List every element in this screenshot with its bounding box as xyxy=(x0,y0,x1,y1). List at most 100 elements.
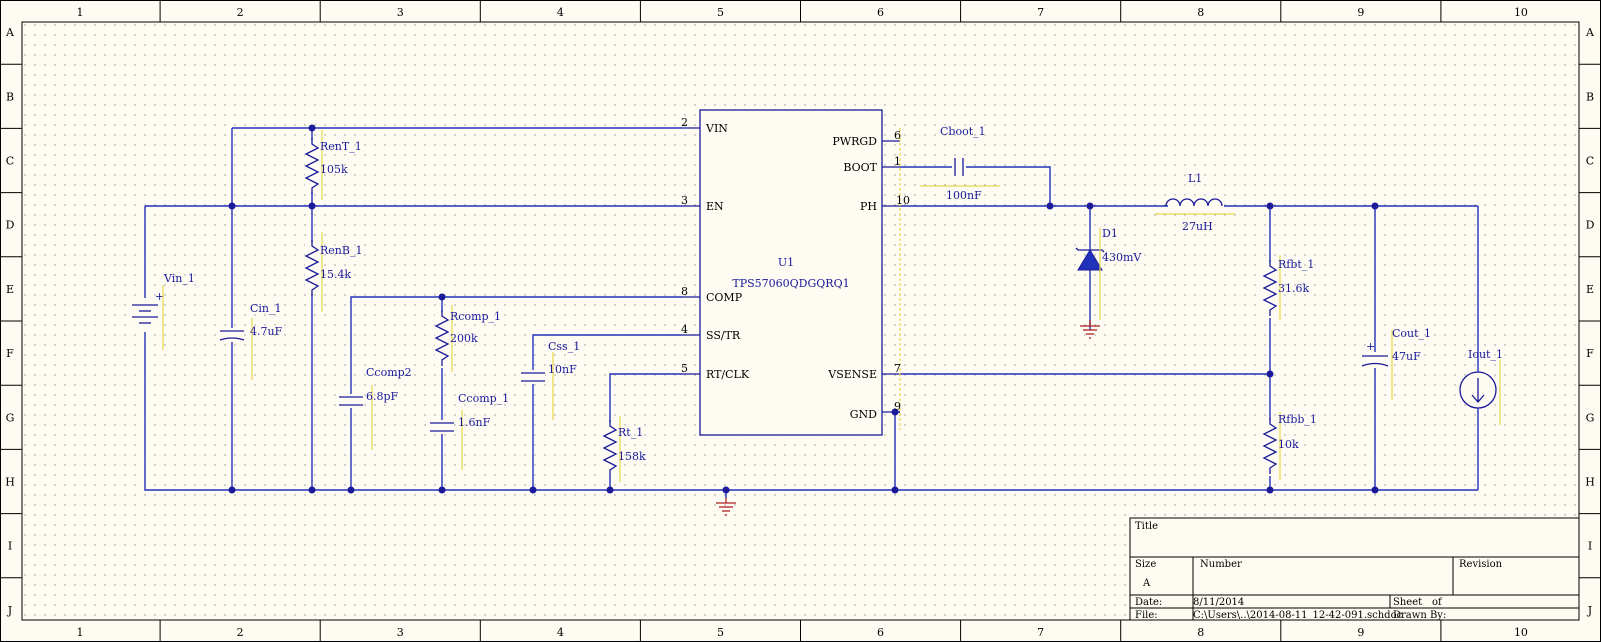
cboot-value: 100nF xyxy=(946,189,982,202)
zone-column-label: 1 xyxy=(77,6,84,19)
rcomp-ref: Rcomp_1 xyxy=(450,310,501,323)
ccomp1-ref: Ccomp_1 xyxy=(458,392,509,405)
d1-value: 430mV xyxy=(1102,251,1142,264)
ground-symbol-main xyxy=(716,498,736,516)
zone-row-label: I xyxy=(1588,540,1592,553)
resistor-rent[interactable]: RenT_1 105k xyxy=(304,130,362,200)
diode-d1[interactable]: D1 430mV xyxy=(1075,227,1142,320)
zone-row-label: B xyxy=(6,90,14,103)
zone-column-label: 5 xyxy=(717,626,724,639)
zone-row-label: J xyxy=(1587,604,1592,617)
resistor-rfbb[interactable]: Rfbb_1 10k xyxy=(1262,412,1317,480)
pin-num-comp: 8 xyxy=(681,285,688,298)
renb-ref: RenB_1 xyxy=(320,244,362,257)
size-value: A xyxy=(1142,578,1151,589)
zone-row-label: C xyxy=(6,155,14,168)
zone-row-label: H xyxy=(1585,476,1595,489)
rent-value: 105k xyxy=(320,163,348,176)
cin-ref: Cin_1 xyxy=(250,302,282,315)
ccomp1-value: 1.6nF xyxy=(458,416,491,429)
pin-num-rtclk: 5 xyxy=(681,362,688,375)
css-ref: Css_1 xyxy=(548,340,580,353)
rent-ref: RenT_1 xyxy=(320,140,362,153)
ccomp2-value: 6.8pF xyxy=(366,390,399,403)
resistor-rfbt[interactable]: Rfbt_1 31.6k xyxy=(1262,255,1314,320)
zone-column-label: 10 xyxy=(1514,626,1528,639)
zone-column-label: 3 xyxy=(397,626,404,639)
zone-column-label: 1 xyxy=(77,626,84,639)
capacitor-ccomp2[interactable]: Ccomp2 6.8pF xyxy=(339,366,412,450)
pin-num-sstr: 4 xyxy=(681,323,688,336)
renb-value: 15.4k xyxy=(320,268,351,281)
pin-name-gnd: GND xyxy=(850,408,877,421)
ic-u1[interactable]: U1 TPS57060QDGQRQ1 2 VIN 3 EN 8 COMP 4 S… xyxy=(681,109,910,436)
capacitor-css[interactable]: Css_1 10nF xyxy=(521,340,580,420)
rfbb-value: 10k xyxy=(1278,438,1299,451)
zone-row-label: C xyxy=(1586,155,1594,168)
resistor-rt[interactable]: Rt_1 158k xyxy=(602,416,646,482)
vin-ref: Vin_1 xyxy=(163,272,195,285)
pin-name-boot: BOOT xyxy=(843,161,877,174)
rfbt-ref: Rfbt_1 xyxy=(1278,258,1314,271)
cin-value: 4.7uF xyxy=(250,325,283,338)
zone-column-label: 9 xyxy=(1357,626,1364,639)
zone-row-label: H xyxy=(5,476,15,489)
source-vin[interactable]: + Vin_1 xyxy=(130,272,195,350)
number-label: Number xyxy=(1200,559,1242,570)
resistor-rcomp[interactable]: Rcomp_1 200k xyxy=(434,305,501,372)
current-source-iout[interactable]: Iout_1 xyxy=(1459,348,1503,425)
iout-ref: Iout_1 xyxy=(1468,348,1503,361)
css-value: 10nF xyxy=(548,363,577,376)
zone-column-label: 7 xyxy=(1037,626,1044,639)
capacitor-cin[interactable]: Cin_1 4.7uF xyxy=(219,302,283,380)
title-label: Title xyxy=(1135,521,1158,532)
size-label: Size xyxy=(1135,559,1156,570)
file-value: C:\Users\..\2014-08-11_12-42-091.schdoc xyxy=(1193,610,1403,621)
pin-num-en: 3 xyxy=(681,194,688,207)
cout-value: 47uF xyxy=(1392,350,1421,363)
cboot-ref: Cboot_1 xyxy=(940,125,986,138)
ic-ref: U1 xyxy=(778,256,794,269)
file-label: File: xyxy=(1135,610,1158,621)
capacitor-cboot[interactable]: Cboot_1 100nF xyxy=(920,125,1000,202)
zone-row-label: G xyxy=(6,411,15,424)
resistor-renb[interactable]: RenB_1 15.4k xyxy=(304,232,362,312)
zone-row-label: F xyxy=(1586,347,1594,360)
pin-name-en: EN xyxy=(706,200,724,213)
l1-ref: L1 xyxy=(1188,172,1202,185)
rcomp-value: 200k xyxy=(450,332,478,345)
zone-row-label: E xyxy=(1586,283,1594,296)
pin-num-pwrgd: 6 xyxy=(894,129,901,142)
zone-row-label: A xyxy=(1585,26,1595,39)
rfbt-value: 31.6k xyxy=(1278,282,1309,295)
cout-ref: Cout_1 xyxy=(1392,327,1431,340)
pin-num-vsense: 7 xyxy=(894,362,901,375)
drawn-by-label: Drawn By: xyxy=(1393,610,1446,621)
zone-column-label: 8 xyxy=(1197,6,1204,19)
pin-num-gnd: 9 xyxy=(894,400,901,413)
title-block: Title Size A Number Revision Date: 8/11/… xyxy=(1129,517,1580,621)
pin-name-pwrgd: PWRGD xyxy=(832,135,877,148)
pin-name-vsense: VSENSE xyxy=(827,368,877,381)
pin-num-ph: 10 xyxy=(896,194,910,207)
zone-column-label: 6 xyxy=(877,626,884,639)
zone-column-label: 4 xyxy=(557,6,564,19)
capacitor-cout[interactable]: + Cout_1 47uF xyxy=(1361,327,1431,400)
svg-text:+: + xyxy=(1366,340,1375,353)
revision-label: Revision xyxy=(1459,559,1503,570)
date-value: 8/11/2014 xyxy=(1193,597,1244,608)
capacitor-ccomp1[interactable]: Ccomp_1 1.6nF xyxy=(430,392,509,470)
zone-column-label: 2 xyxy=(237,6,244,19)
zone-column-label: 9 xyxy=(1357,6,1364,19)
zone-column-label: 2 xyxy=(237,626,244,639)
zone-row-label: D xyxy=(6,219,15,232)
d1-ref: D1 xyxy=(1102,227,1118,240)
date-label: Date: xyxy=(1135,597,1162,608)
zone-column-label: 4 xyxy=(557,626,564,639)
rt-value: 158k xyxy=(618,450,646,463)
inductor-l1[interactable]: L1 27uH xyxy=(1155,172,1235,233)
l1-value: 27uH xyxy=(1182,220,1213,233)
zone-column-label: 6 xyxy=(877,6,884,19)
pin-name-rtclk: RT/CLK xyxy=(706,368,750,381)
